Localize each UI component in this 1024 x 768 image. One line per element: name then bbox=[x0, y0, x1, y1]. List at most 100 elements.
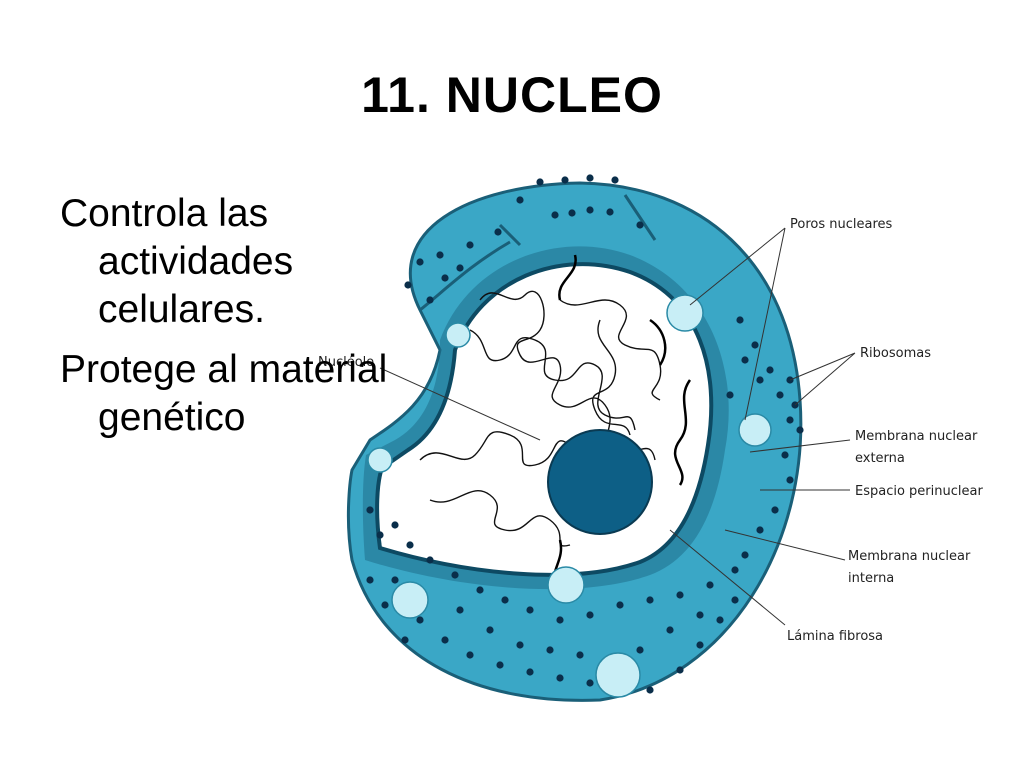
ribosome-dot bbox=[441, 636, 449, 644]
ribosome-dot bbox=[561, 176, 569, 184]
ribosome-dot bbox=[616, 601, 624, 609]
ribosome-dot bbox=[766, 366, 774, 374]
ribosome-dot bbox=[751, 341, 759, 349]
ribosome-dot bbox=[586, 679, 594, 687]
nuclear-pore bbox=[666, 294, 704, 332]
label-membrana-interna: Membrana nuclear bbox=[848, 549, 971, 564]
ribosome-dot bbox=[516, 196, 524, 204]
ribosome-dot bbox=[426, 296, 434, 304]
slide-title: 11. NUCLEO bbox=[361, 67, 663, 123]
ribosome-dot bbox=[406, 541, 414, 549]
ribosome-dot bbox=[731, 566, 739, 574]
ribosome-dot bbox=[771, 506, 779, 514]
ribosome-dot bbox=[436, 251, 444, 259]
nuclear-pore bbox=[595, 652, 641, 698]
ribosome-dot bbox=[476, 586, 484, 594]
label-membrana-externa: Membrana nuclear bbox=[855, 429, 978, 444]
label-espacio: Espacio perinuclear bbox=[855, 484, 983, 499]
ribosome-dot bbox=[706, 581, 714, 589]
ribosome-dot bbox=[786, 416, 794, 424]
ribosome-dot bbox=[456, 264, 464, 272]
ribosome-dot bbox=[391, 576, 399, 584]
ribosome-dot bbox=[716, 616, 724, 624]
nuclear-pore bbox=[391, 581, 429, 619]
nuclear-pores bbox=[367, 294, 772, 698]
ribosome-dot bbox=[741, 356, 749, 364]
ribosome-dot bbox=[456, 606, 464, 614]
ribosome-dot bbox=[496, 661, 504, 669]
ribosome-dot bbox=[586, 206, 594, 214]
bullet-text: Protege al material genético bbox=[60, 348, 388, 439]
ribosome-dot bbox=[391, 521, 399, 529]
ribosome-dot bbox=[646, 686, 654, 694]
ribosome-dot bbox=[526, 606, 534, 614]
ribosome-dot bbox=[381, 601, 389, 609]
bullet-item: Protege al material genético bbox=[60, 346, 390, 442]
nuclear-pore bbox=[367, 447, 393, 473]
ribosome-dot bbox=[556, 674, 564, 682]
leader-lines bbox=[379, 227, 856, 626]
ribosome-dot bbox=[756, 526, 764, 534]
ribosome-dot bbox=[516, 641, 524, 649]
ribosome-dot bbox=[636, 221, 644, 229]
ribosome-dot bbox=[486, 626, 494, 634]
ribosome-dot bbox=[636, 646, 644, 654]
ribosome-dot bbox=[776, 391, 784, 399]
bullet-text: Controla las actividades celulares. bbox=[60, 192, 294, 331]
ribosome-dot bbox=[741, 551, 749, 559]
ribosome-dot bbox=[366, 576, 374, 584]
ribosome-dot bbox=[466, 241, 474, 249]
label-membrana-externa-2: externa bbox=[855, 451, 905, 466]
ribosome-dot bbox=[736, 316, 744, 324]
label-membrana-interna-2: interna bbox=[848, 571, 894, 586]
label-ribosomas: Ribosomas bbox=[860, 346, 931, 361]
ribosome-dot bbox=[494, 228, 502, 236]
bullet-list: Controla las actividades celulares. Prot… bbox=[60, 190, 390, 454]
ribosome-dot bbox=[546, 646, 554, 654]
ribosome-dot bbox=[796, 426, 804, 434]
ribosome-dot bbox=[666, 626, 674, 634]
bullet-item: Controla las actividades celulares. bbox=[60, 190, 390, 334]
ribosome-dot bbox=[551, 211, 559, 219]
ribosome-dot bbox=[376, 531, 384, 539]
ribosome-dot bbox=[466, 651, 474, 659]
nucleolus bbox=[547, 429, 653, 535]
ribosome-dot bbox=[676, 591, 684, 599]
ribosome-dot bbox=[786, 476, 794, 484]
ribosome-dot bbox=[781, 451, 789, 459]
ribosome-dot bbox=[756, 376, 764, 384]
ribosome-dot bbox=[556, 616, 564, 624]
ribosomes bbox=[366, 174, 804, 694]
label-poros: Poros nucleares bbox=[790, 217, 893, 232]
ribosome-dot bbox=[536, 178, 544, 186]
ribosome-dot bbox=[501, 596, 509, 604]
ribosome-dot bbox=[611, 176, 619, 184]
chromatin bbox=[419, 290, 662, 547]
nuclear-pore bbox=[547, 566, 585, 604]
ribosome-dot bbox=[696, 611, 704, 619]
ribosome-dot bbox=[416, 258, 424, 266]
envelope-cut-edge bbox=[419, 240, 511, 312]
chromatin-strand bbox=[552, 254, 692, 586]
ribosome-dot bbox=[426, 556, 434, 564]
ribosome-dot bbox=[586, 611, 594, 619]
ribosome-dot bbox=[416, 616, 424, 624]
ribosome-dot bbox=[676, 666, 684, 674]
nuclear-pore bbox=[445, 322, 471, 348]
ribosome-dot bbox=[726, 391, 734, 399]
ribosome-dot bbox=[606, 208, 614, 216]
ribosome-dot bbox=[366, 506, 374, 514]
label-nucleolo: Nucléolo bbox=[318, 355, 374, 370]
ribosome-dot bbox=[441, 274, 449, 282]
ribosome-dot bbox=[526, 668, 534, 676]
ribosome-dot bbox=[404, 281, 412, 289]
ribosome-dot bbox=[568, 209, 576, 217]
ribosome-dot bbox=[731, 596, 739, 604]
ribosome-dot bbox=[646, 596, 654, 604]
ribosome-dot bbox=[401, 636, 409, 644]
ribosome-dot bbox=[696, 641, 704, 649]
nuclear-pore bbox=[738, 413, 772, 447]
ribosome-dot bbox=[451, 571, 459, 579]
envelope-cut-edge bbox=[498, 194, 657, 247]
